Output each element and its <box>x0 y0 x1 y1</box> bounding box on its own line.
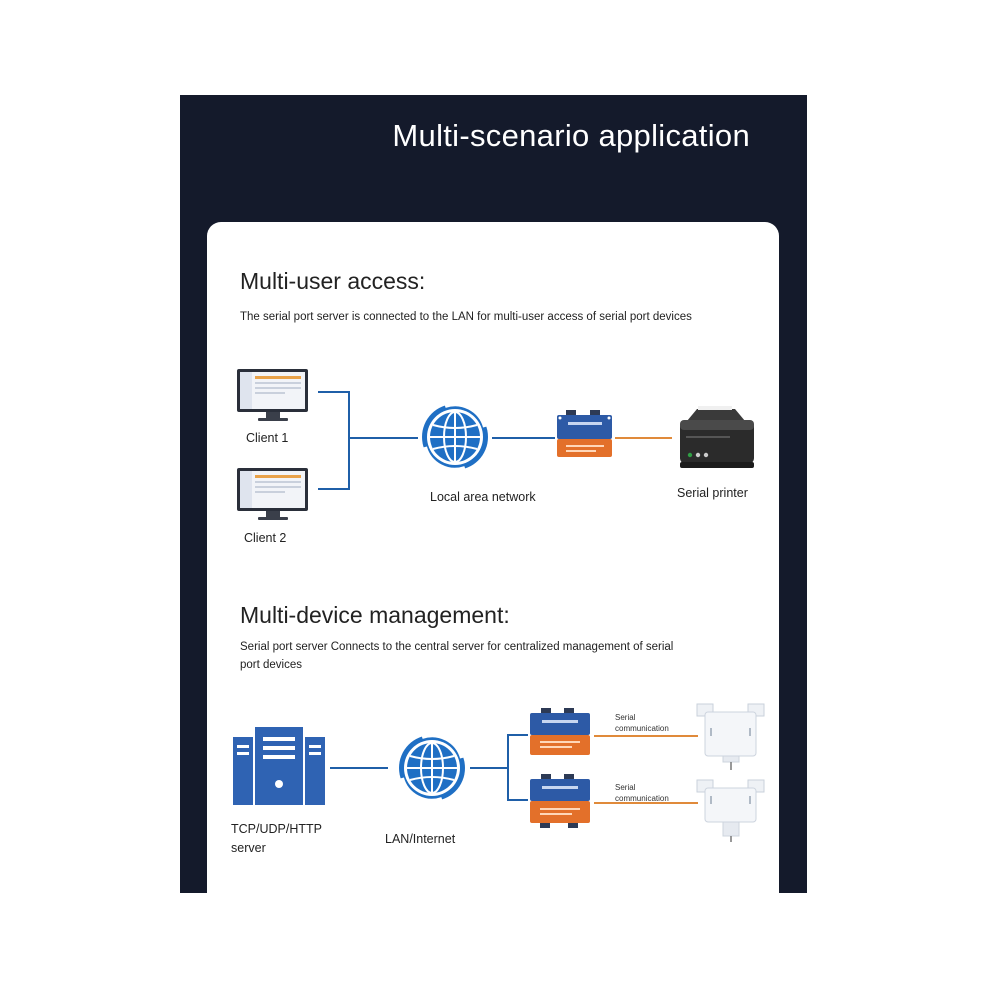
section2-description-line2: port devices <box>240 659 303 671</box>
section1-description: The serial port server is connected to t… <box>240 311 692 323</box>
server-label-line2: server <box>231 841 266 855</box>
page-title: Multi-scenario application <box>392 118 750 153</box>
server-rack-icon <box>233 727 325 805</box>
serial-comm-1-line1: Serial <box>615 713 636 722</box>
server-label-line1: TCP/UDP/HTTP <box>231 822 322 836</box>
globe-network-icon <box>422 402 488 472</box>
section1-heading: Multi-user access: <box>240 268 426 294</box>
client1-monitor-icon <box>237 369 308 421</box>
sensor-device-1-icon <box>696 703 765 770</box>
section1-connectors <box>318 391 672 490</box>
serial-port-server-device-icon <box>557 410 612 457</box>
section2-description-line1: Serial port server Connects to the centr… <box>240 641 674 653</box>
globe-internet-icon <box>399 733 465 803</box>
client1-link <box>318 391 350 490</box>
serial-printer-icon <box>680 406 754 468</box>
client2-label: Client 2 <box>244 531 287 545</box>
lan-internet-label: LAN/Internet <box>385 832 456 846</box>
serial-comm-2-line2: communication <box>615 794 669 803</box>
serial-port-server-device-2-icon <box>530 774 590 828</box>
serial-comm-1-line2: communication <box>615 724 669 733</box>
section2-heading: Multi-device management: <box>240 602 510 628</box>
lan-to-devices-link <box>470 734 528 801</box>
client2-monitor-icon <box>237 468 308 520</box>
section2-connectors <box>330 734 698 804</box>
serial-port-server-device-1-icon <box>530 708 590 755</box>
lan-label: Local area network <box>430 490 536 504</box>
printer-label: Serial printer <box>677 486 748 500</box>
client1-label: Client 1 <box>246 431 289 445</box>
serial-comm-2-line1: Serial <box>615 783 636 792</box>
sensor-device-2-icon <box>696 779 765 842</box>
